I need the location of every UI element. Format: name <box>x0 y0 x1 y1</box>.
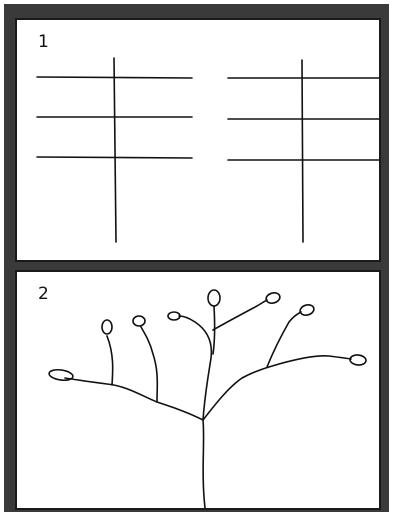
bud-6 <box>299 303 315 316</box>
crossbar-drawing <box>17 20 379 260</box>
left-horizontal-line-top <box>37 77 192 78</box>
branch-bud-6 <box>267 312 301 367</box>
panel-1: 1 <box>15 18 381 262</box>
bud-far-left <box>48 368 73 381</box>
right-vertical-line <box>302 60 303 242</box>
left-vertical-line <box>114 58 116 242</box>
bud-4 <box>208 290 220 306</box>
bud-2 <box>133 316 145 326</box>
tree-trunk <box>203 420 205 508</box>
branch-center <box>179 316 211 420</box>
bud-far-right <box>350 354 367 365</box>
branch-bud-5 <box>213 300 267 330</box>
branching-tree-drawing <box>17 272 379 508</box>
bud-1 <box>102 320 112 334</box>
branch-right-main <box>203 356 351 420</box>
branch-bud-2 <box>141 327 157 402</box>
figure-frame: 1 2 <box>4 4 389 512</box>
branch-bud-1 <box>107 336 113 385</box>
bud-5 <box>265 291 281 304</box>
branch-left-main <box>65 378 203 420</box>
left-horizontal-line-bottom <box>37 157 192 158</box>
panel-2: 2 <box>15 270 381 510</box>
